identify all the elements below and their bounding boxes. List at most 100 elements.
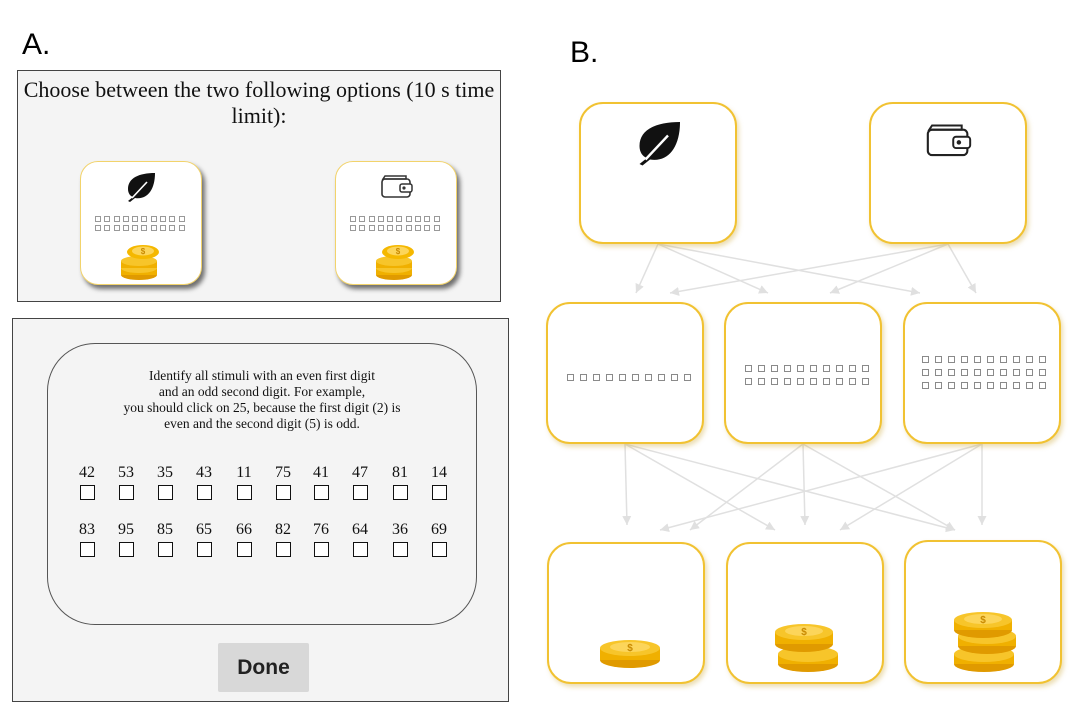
small-box <box>387 216 394 222</box>
flow-arrow <box>800 443 810 526</box>
number-label: 85 <box>157 521 173 538</box>
small-box <box>141 225 148 231</box>
small-box <box>974 382 981 389</box>
number-checkbox[interactable] <box>196 542 212 557</box>
number-label: 82 <box>275 521 291 538</box>
small-box <box>169 216 176 222</box>
number-option[interactable]: 85 <box>150 521 180 557</box>
number-checkbox[interactable] <box>313 542 329 557</box>
number-checkbox[interactable] <box>392 485 408 500</box>
small-box <box>922 356 929 363</box>
number-option[interactable]: 76 <box>306 521 336 557</box>
flow-card-boxes-20 <box>724 302 882 444</box>
number-checkbox[interactable] <box>79 485 95 500</box>
number-checkbox[interactable] <box>79 542 95 557</box>
number-checkbox[interactable] <box>431 485 447 500</box>
number-checkbox[interactable] <box>313 485 329 500</box>
flow-card-coins-2: $ <box>726 542 884 684</box>
small-box <box>1039 382 1046 389</box>
small-box <box>387 225 394 231</box>
small-box <box>935 356 942 363</box>
number-label: 64 <box>352 521 368 538</box>
flow-card-coins-1: $ <box>547 542 705 684</box>
small-box <box>350 216 356 222</box>
small-box <box>405 216 412 222</box>
number-option[interactable]: 14 <box>424 464 454 500</box>
number-option[interactable]: 41 <box>306 464 336 500</box>
wallet-icon <box>381 175 413 198</box>
number-checkbox[interactable] <box>275 542 291 557</box>
small-box <box>415 216 422 222</box>
small-box <box>922 369 929 376</box>
number-option[interactable]: 47 <box>345 464 375 500</box>
wallet-icon <box>926 124 972 157</box>
number-option[interactable]: 82 <box>268 521 298 557</box>
svg-text:$: $ <box>980 615 986 626</box>
number-label: 65 <box>196 521 212 538</box>
number-label: 95 <box>118 521 134 538</box>
number-checkbox[interactable] <box>352 542 368 557</box>
svg-text:$: $ <box>396 247 401 256</box>
number-option[interactable]: 95 <box>111 521 141 557</box>
number-option[interactable]: 42 <box>72 464 102 500</box>
svg-text:$: $ <box>801 627 807 638</box>
number-label: 11 <box>236 464 252 481</box>
number-option[interactable]: 53 <box>111 464 141 500</box>
small-box <box>405 225 412 231</box>
number-option[interactable]: 43 <box>189 464 219 500</box>
small-box <box>113 216 120 222</box>
small-box <box>797 378 804 385</box>
number-option[interactable]: 11 <box>229 464 259 500</box>
number-option[interactable]: 83 <box>72 521 102 557</box>
small-box <box>150 216 157 222</box>
small-box <box>836 378 843 385</box>
small-box <box>836 365 843 372</box>
small-box <box>632 374 639 381</box>
small-box <box>1026 382 1033 389</box>
number-checkbox[interactable] <box>157 485 173 500</box>
small-box <box>1000 382 1007 389</box>
number-checkbox[interactable] <box>118 485 134 500</box>
number-checkbox[interactable] <box>431 542 447 557</box>
number-checkbox[interactable] <box>157 542 173 557</box>
small-box <box>95 225 101 231</box>
flow-card-wallet <box>869 102 1027 244</box>
coin-stack-1-icon: $ <box>600 640 660 668</box>
number-checkbox[interactable] <box>236 485 252 500</box>
done-button[interactable]: Done <box>218 643 309 692</box>
number-label: 76 <box>313 521 329 538</box>
number-label: 36 <box>392 521 408 538</box>
small-box <box>132 225 139 231</box>
number-checkbox[interactable] <box>196 485 212 500</box>
number-option[interactable]: 36 <box>385 521 415 557</box>
number-label: 69 <box>431 521 447 538</box>
small-box <box>567 374 574 381</box>
number-checkbox[interactable] <box>275 485 291 500</box>
choice-prompt: Choose between the two following options… <box>23 77 495 128</box>
number-option[interactable]: 66 <box>229 521 259 557</box>
number-label: 35 <box>157 464 173 481</box>
flow-arrow <box>829 243 949 294</box>
number-option[interactable]: 64 <box>345 521 375 557</box>
coin-stack-2-icon: $ <box>775 624 838 672</box>
number-checkbox[interactable] <box>236 542 252 557</box>
number-option[interactable]: 35 <box>150 464 180 500</box>
number-option[interactable]: 81 <box>385 464 415 500</box>
small-box <box>862 365 869 372</box>
flow-arrow <box>624 443 776 531</box>
number-checkbox[interactable] <box>118 542 134 557</box>
number-option[interactable]: 69 <box>424 521 454 557</box>
number-option[interactable]: 65 <box>189 521 219 557</box>
option-card-leaf[interactable]: $ <box>80 161 202 285</box>
option-card-wallet[interactable]: $ <box>335 161 457 285</box>
instruction-line: you should click on 25, because the firs… <box>123 400 401 415</box>
small-box <box>104 225 111 231</box>
number-checkbox[interactable] <box>352 485 368 500</box>
small-box <box>922 382 929 389</box>
small-box <box>169 225 176 231</box>
number-label: 53 <box>118 464 134 481</box>
number-checkbox[interactable] <box>392 542 408 557</box>
number-option[interactable]: 75 <box>268 464 298 500</box>
